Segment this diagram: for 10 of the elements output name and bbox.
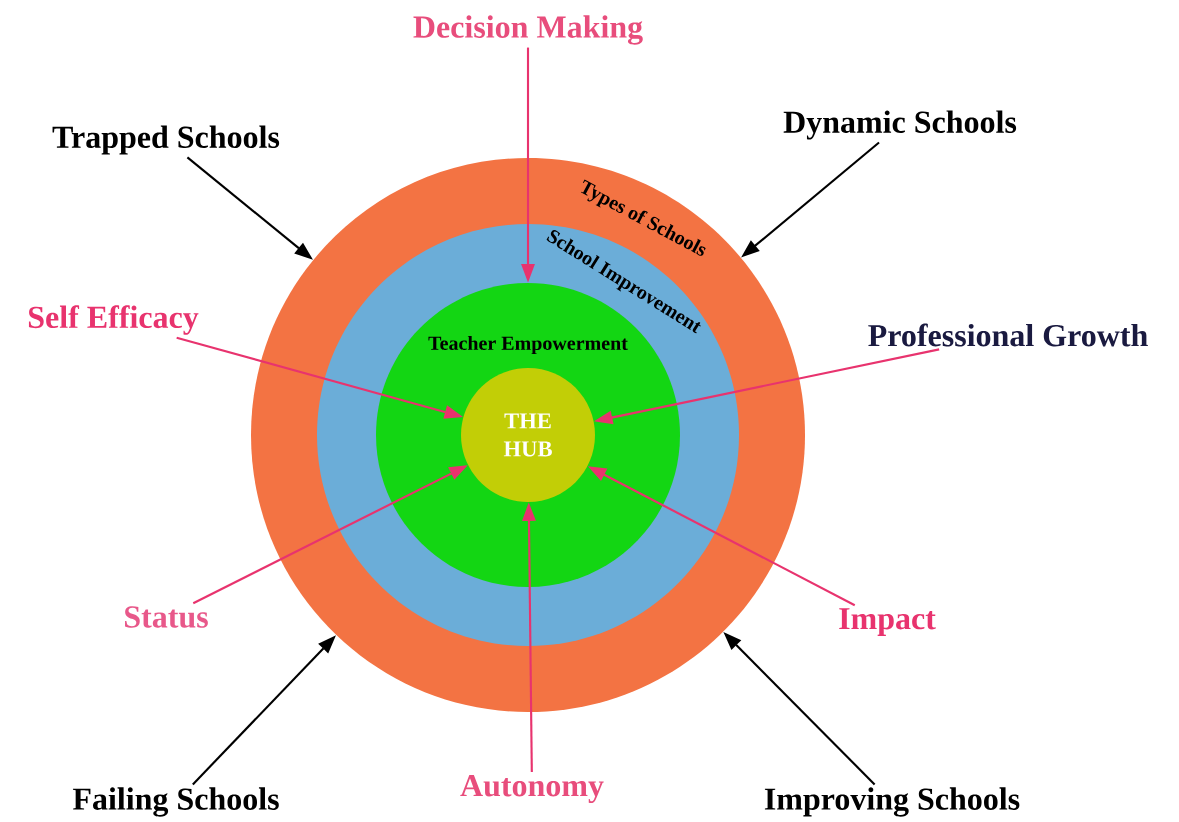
label-text: Dynamic Schools <box>783 110 1017 140</box>
label-text: Status <box>125 606 208 628</box>
label-text: Autonomy <box>460 775 604 803</box>
label-text: Trapped Schools <box>52 125 280 155</box>
label-text: Failing Schools <box>72 787 279 817</box>
label-text: Improving Schools <box>764 787 1020 817</box>
label-text: Professional Growth <box>868 323 1148 347</box>
label-text: Self Efficacy <box>28 305 199 335</box>
label-text: Decision Making <box>413 15 643 45</box>
label-text: Impact <box>839 608 936 636</box>
